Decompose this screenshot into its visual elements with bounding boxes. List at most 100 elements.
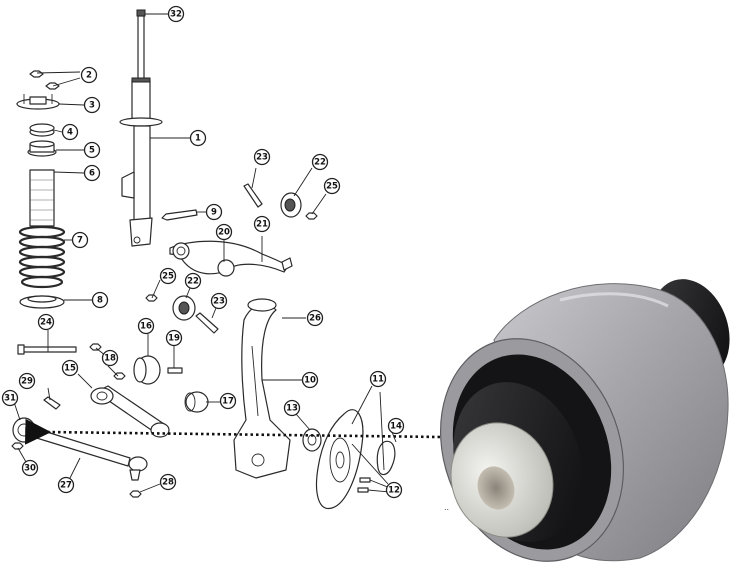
callout-number: 5	[89, 146, 95, 156]
callout-circle	[215, 223, 233, 241]
callout-circle	[57, 476, 75, 494]
callout-7: 7	[71, 231, 89, 249]
callout-number: 20	[218, 228, 230, 238]
callout-circle	[205, 203, 223, 221]
callout-circle	[137, 317, 155, 335]
callout-number: 3	[89, 101, 95, 111]
callout-circle	[385, 481, 403, 499]
upper-control-arm	[161, 183, 318, 277]
callout-number: 26	[309, 314, 321, 324]
callout-circle	[159, 473, 177, 491]
callout-circle	[253, 215, 271, 233]
callout-number: 14	[390, 422, 402, 432]
callout-5: 5	[83, 141, 101, 159]
callout-number: 17	[222, 397, 234, 407]
callout-circle	[37, 313, 55, 331]
callout-number: 12	[388, 486, 400, 496]
callout-32: 32	[167, 5, 185, 23]
callout-circle	[80, 66, 98, 84]
callout-25: 25	[323, 177, 341, 195]
callout-number: 19	[168, 334, 180, 344]
callout-number: 7	[77, 236, 83, 246]
callout-6: 6	[83, 164, 101, 182]
callout-1: 1	[189, 129, 207, 147]
strut-assembly	[119, 9, 163, 247]
callout-circle	[253, 148, 271, 166]
callout-31: 31	[1, 389, 19, 407]
callout-circle	[311, 153, 329, 171]
callout-number: 27	[60, 481, 72, 491]
callout-circle	[101, 349, 119, 367]
callout-number: 1	[195, 134, 201, 144]
callout-16: 16	[137, 317, 155, 335]
callout-circle	[1, 389, 19, 407]
callout-circle	[83, 141, 101, 159]
callout-circle	[165, 329, 183, 347]
callout-22: 22	[184, 272, 202, 290]
callout-14: 14	[387, 417, 405, 435]
callout-30: 30	[21, 459, 39, 477]
callout-4: 4	[61, 123, 79, 141]
spring-stack	[16, 70, 66, 309]
callout-circle	[167, 5, 185, 23]
callout-19: 19	[165, 329, 183, 347]
callout-27: 27	[57, 476, 75, 494]
callout-circle	[21, 459, 39, 477]
callout-23: 23	[253, 148, 271, 166]
callout-circle	[323, 177, 341, 195]
callout-circle	[184, 272, 202, 290]
callout-18: 18	[101, 349, 119, 367]
callout-number: 16	[140, 322, 152, 332]
callout-number: 30	[24, 464, 36, 474]
callout-circle	[301, 371, 319, 389]
callout-9: 9	[205, 203, 223, 221]
callout-circle	[219, 392, 237, 410]
callout-circle	[61, 123, 79, 141]
callout-number: 6	[89, 169, 95, 179]
callout-number: 9	[211, 208, 217, 218]
callout-13: 13	[283, 399, 301, 417]
callout-number: 29	[21, 377, 33, 387]
callout-20: 20	[215, 223, 233, 241]
callout-25: 25	[159, 267, 177, 285]
leader-lines	[13, 13, 397, 493]
callout-number: 13	[286, 404, 298, 414]
callout-15: 15	[61, 359, 79, 377]
callout-circle	[91, 291, 109, 309]
callout-number: 18	[104, 354, 116, 364]
callout-number: 10	[304, 376, 316, 386]
callout-number: 28	[162, 478, 174, 488]
callout-circle	[61, 359, 79, 377]
callout-23: 23	[210, 292, 228, 310]
callout-circle	[71, 231, 89, 249]
callout-number: 2	[86, 71, 92, 81]
callout-3: 3	[83, 96, 101, 114]
bushing-photo	[439, 279, 730, 562]
callout-circle	[306, 309, 324, 327]
callout-22: 22	[311, 153, 329, 171]
callout-12: 12	[385, 481, 403, 499]
callout-24: 24	[37, 313, 55, 331]
callout-circle	[283, 399, 301, 417]
callout-number: 22	[187, 277, 199, 287]
callout-circle	[18, 372, 36, 390]
callout-21: 21	[253, 215, 271, 233]
callout-2: 2	[80, 66, 98, 84]
callout-17: 17	[219, 392, 237, 410]
callout-number: 32	[170, 10, 182, 20]
callout-11: 11	[369, 370, 387, 388]
callout-circle	[387, 417, 405, 435]
callout-number: 24	[40, 318, 52, 328]
callout-number: 22	[314, 158, 326, 168]
callout-29: 29	[18, 372, 36, 390]
callout-number: 15	[64, 364, 76, 374]
callout-number: 23	[213, 297, 225, 307]
callout-circle	[369, 370, 387, 388]
callout-number: 25	[326, 182, 338, 192]
callout-number: 11	[372, 375, 384, 385]
callout-26: 26	[306, 309, 324, 327]
stray-mark: ..	[444, 503, 449, 512]
callout-number: 31	[4, 394, 16, 404]
